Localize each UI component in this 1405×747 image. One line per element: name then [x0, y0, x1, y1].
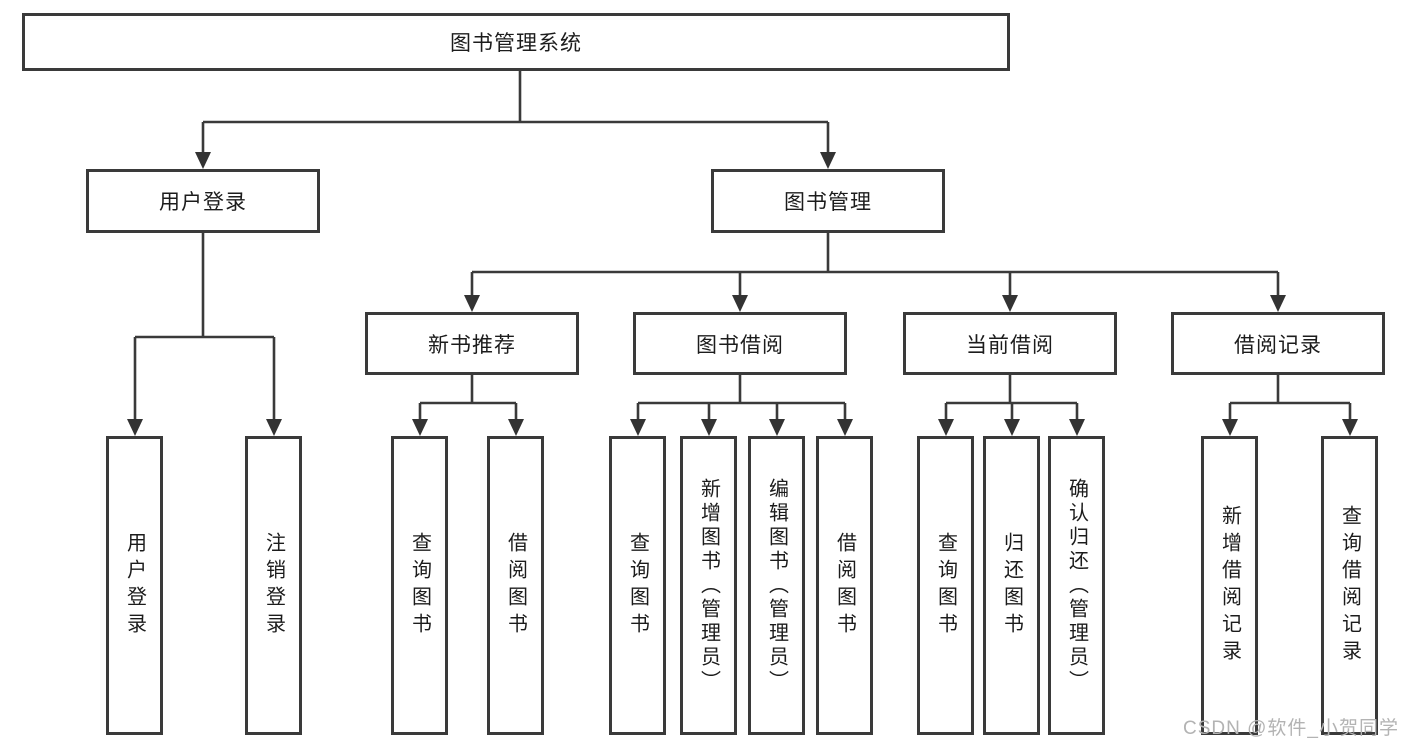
leaf-label: 归还图书 [1000, 531, 1023, 640]
leaf-label: 注销登录 [262, 531, 285, 640]
leaf-query-books-borrow: 查询图书 [609, 436, 666, 735]
node-label: 图书管理 [784, 191, 872, 214]
node-borrowing-records: 借阅记录 [1171, 312, 1385, 375]
connector-user-login [133, 233, 276, 420]
arrow-icon [820, 152, 836, 169]
node-user-login: 用户登录 [86, 169, 320, 233]
node-library-management-system: 图书管理系统 [22, 13, 1010, 71]
arrow-icon [1004, 419, 1020, 436]
leaf-label: 用户登录 [123, 531, 146, 640]
leaf-borrow-books: 借阅图书 [816, 436, 873, 735]
leaf-logout: 注销登录 [245, 436, 302, 735]
leaf-add-books-admin: 新增图书（管理员） [680, 436, 737, 735]
connector-current-borrow [944, 375, 1079, 420]
leaf-query-books-current: 查询图书 [917, 436, 974, 735]
node-new-book-recommendation: 新书推荐 [365, 312, 579, 375]
arrow-icon [1222, 419, 1238, 436]
leaf-label: 借阅图书 [833, 531, 856, 640]
leaf-label: 查询图书 [408, 531, 431, 640]
node-label: 借阅记录 [1234, 333, 1322, 357]
leaf-confirm-return-admin: 确认归还（管理员） [1048, 436, 1105, 735]
leaf-query-books-recommend: 查询图书 [391, 436, 448, 735]
leaf-label: 借阅图书 [504, 531, 527, 640]
leaf-edit-books-admin: 编辑图书（管理员） [748, 436, 805, 735]
connector-book-borrow [636, 375, 847, 420]
arrow-icon [412, 419, 428, 436]
node-label: 新书推荐 [428, 333, 516, 357]
node-label: 用户登录 [159, 191, 247, 214]
leaf-label: 新增借阅记录 [1218, 504, 1241, 667]
node-book-management: 图书管理 [711, 169, 945, 233]
arrow-icon [464, 295, 480, 312]
arrow-icon [732, 295, 748, 312]
arrow-icon [1270, 295, 1286, 312]
arrow-icon [195, 152, 211, 169]
leaf-label: 新增图书（管理员） [697, 477, 720, 694]
arrow-icon [630, 419, 646, 436]
arrow-icon [266, 419, 282, 436]
node-book-borrowing: 图书借阅 [633, 312, 847, 375]
node-label: 图书管理系统 [450, 32, 582, 55]
arrowheads [127, 152, 1358, 436]
arrow-icon [1342, 419, 1358, 436]
leaf-label: 确认归还（管理员） [1065, 477, 1088, 694]
leaf-label: 查询图书 [626, 531, 649, 640]
leaf-return-books: 归还图书 [983, 436, 1040, 735]
node-label: 图书借阅 [696, 333, 784, 357]
leaf-query-borrow-record: 查询借阅记录 [1321, 436, 1378, 735]
arrow-icon [837, 419, 853, 436]
leaf-user-login: 用户登录 [106, 436, 163, 735]
leaf-borrow-books-recommend: 借阅图书 [487, 436, 544, 735]
arrow-icon [769, 419, 785, 436]
watermark: CSDN @软件_小贺同学 [1183, 718, 1399, 739]
arrow-icon [938, 419, 954, 436]
connector-new-book [418, 375, 518, 420]
leaf-add-borrow-record: 新增借阅记录 [1201, 436, 1258, 735]
arrow-icon [1002, 295, 1018, 312]
connector-borrow-records [1228, 375, 1352, 420]
arrow-icon [127, 419, 143, 436]
leaf-label: 编辑图书（管理员） [765, 477, 788, 694]
arrow-icon [701, 419, 717, 436]
connector-book-management [470, 233, 1280, 295]
arrow-icon [508, 419, 524, 436]
node-current-borrowing: 当前借阅 [903, 312, 1117, 375]
node-label: 当前借阅 [966, 333, 1054, 357]
arrow-icon [1069, 419, 1085, 436]
leaf-label: 查询借阅记录 [1338, 504, 1361, 667]
leaf-label: 查询图书 [934, 531, 957, 640]
connector-root [201, 71, 830, 153]
